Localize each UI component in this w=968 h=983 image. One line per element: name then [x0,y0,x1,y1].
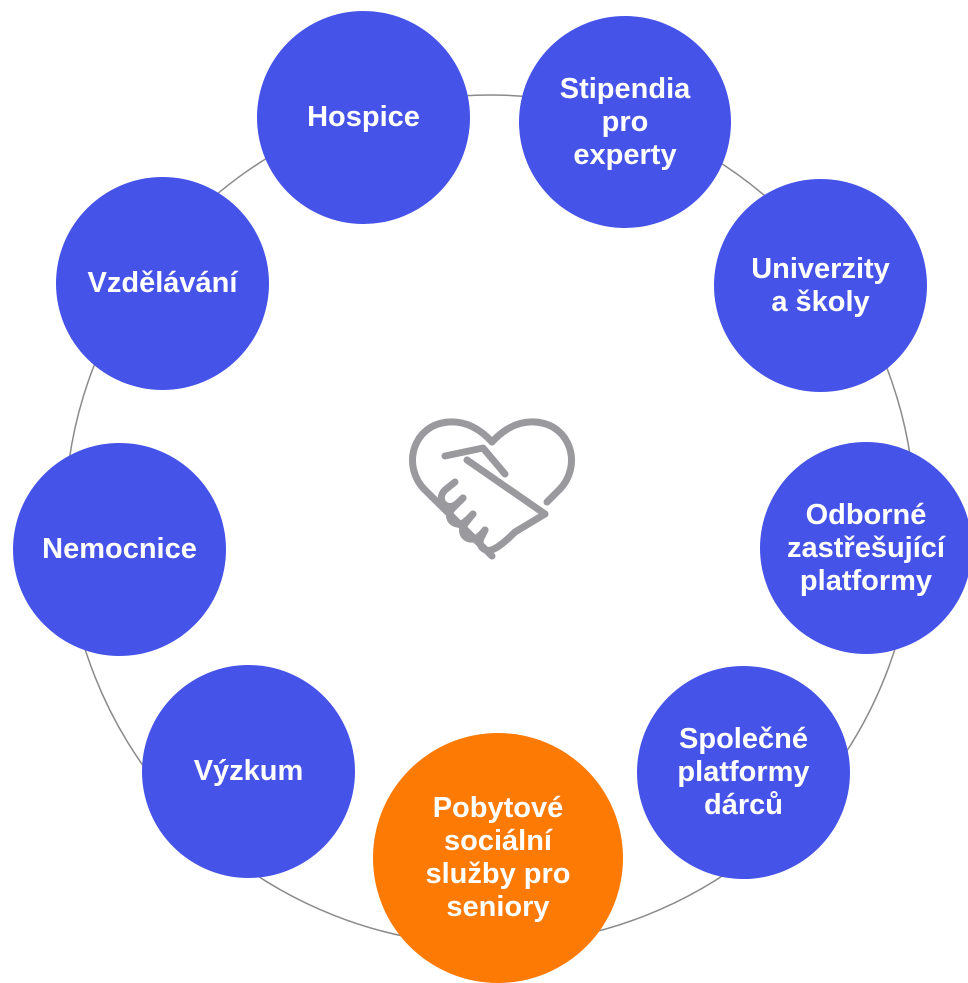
node-vyzkum: Výzkum [142,665,355,878]
node-odborne-zastresujici-platformy: Odborné zastřešující platformy [760,442,968,654]
node-stipendia-pro-experty: Stipendia pro experty [519,16,731,228]
node-univerzity-a-skoly: Univerzity a školy [714,179,927,392]
node-spolecne-platformy-darcu: Společné platformy dárců [637,666,850,879]
node-pobytove-socialni-sluzby-pro-seniory: Pobytové sociální služby pro seniory [373,733,623,983]
node-vzdelavani: Vzdělávání [56,177,269,390]
node-nemocnice: Nemocnice [13,443,226,656]
heart-handshake-icon [409,418,575,560]
node-hospice: Hospice [257,11,470,224]
